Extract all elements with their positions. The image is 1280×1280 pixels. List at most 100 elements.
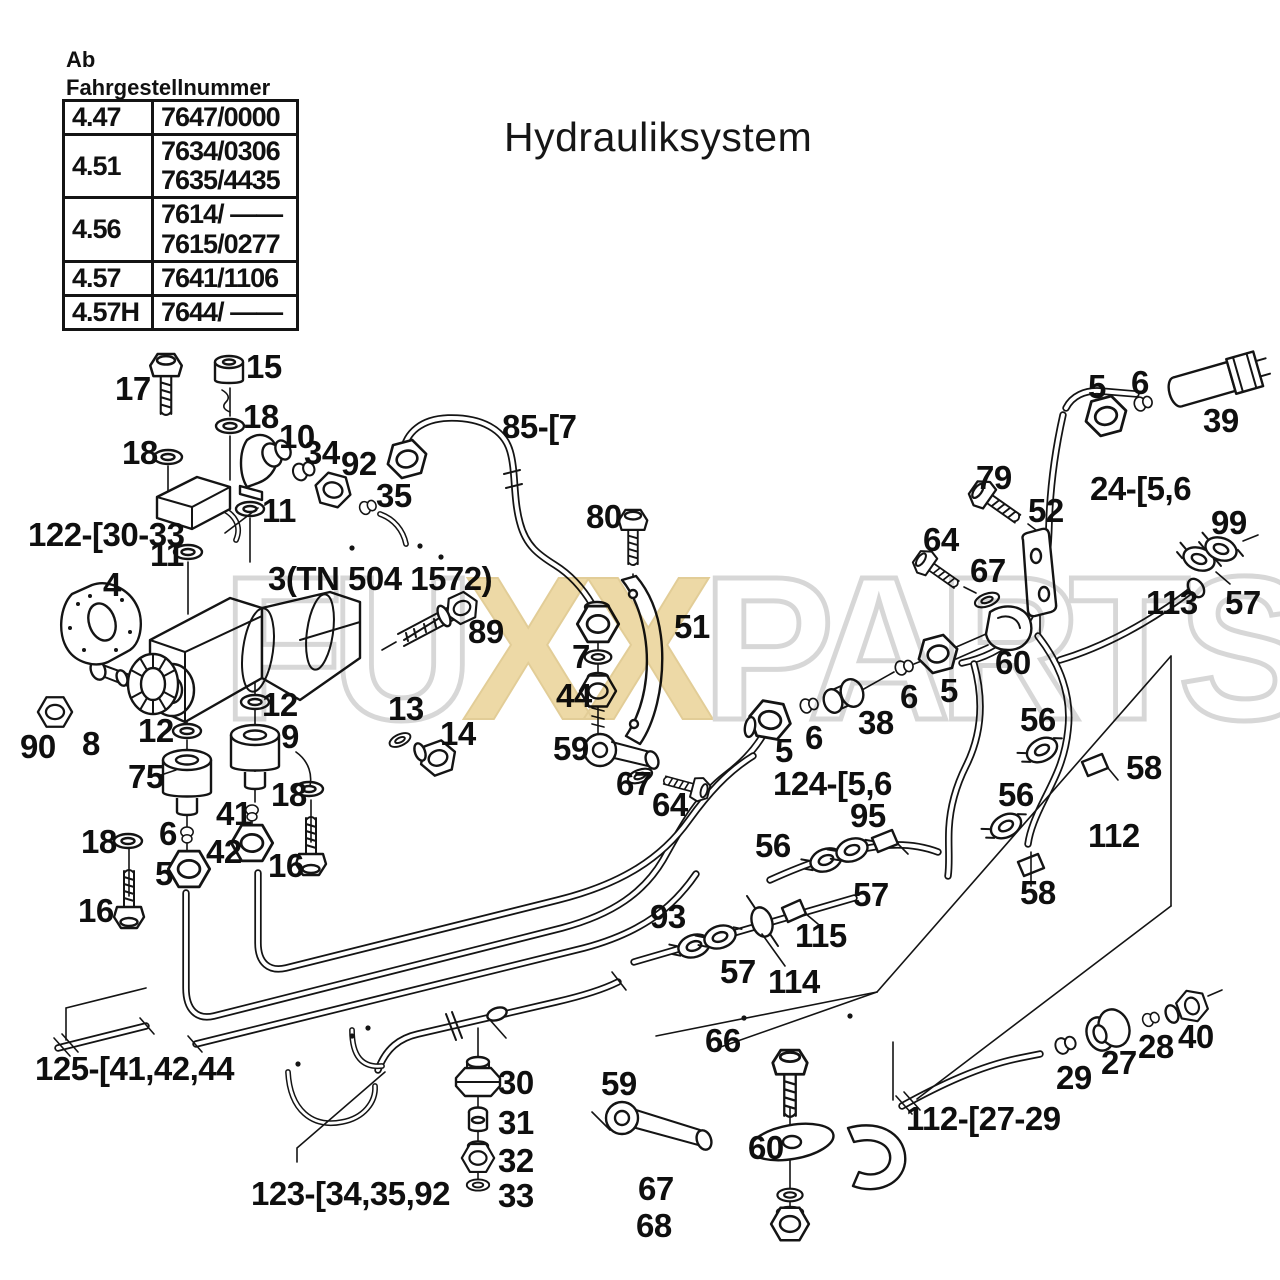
part-label-6: 6 <box>1131 364 1149 401</box>
part-label-56: 56 <box>755 827 791 864</box>
part-label-56: 56 <box>998 776 1034 813</box>
sleeve-28 <box>1140 1009 1162 1029</box>
union-nut <box>575 604 621 644</box>
bolt-66 <box>771 1048 809 1119</box>
part-label-11: 11 <box>150 536 184 573</box>
part-label-67: 67 <box>616 765 652 802</box>
part-label-67: 67 <box>638 1170 674 1207</box>
chassis-number-cell: 7647/0000 <box>151 98 299 137</box>
part-label-34: 34 <box>304 434 341 471</box>
nipple-35 <box>357 497 379 517</box>
part-label-57: 57 <box>853 876 889 913</box>
page-title: Hydrauliksystem <box>504 114 813 160</box>
part-label-52: 52 <box>1028 492 1064 529</box>
part-label-57: 57 <box>720 953 756 990</box>
pipe-sleeve <box>503 469 523 489</box>
part-label-67: 67 <box>970 552 1006 589</box>
fitting-6 <box>797 695 821 716</box>
bracket-51 <box>620 574 664 746</box>
fitting-40 <box>1164 984 1223 1028</box>
clevis-60 <box>984 605 1033 652</box>
cap-15 <box>213 354 245 385</box>
part-label-79: 79 <box>976 459 1012 496</box>
part-label-68: 68 <box>636 1207 672 1244</box>
part-label-5: 5 <box>1088 368 1106 405</box>
part-label-123-34-35-92: 123-[34,35,92 <box>251 1175 450 1212</box>
chassis-heading-line1: Ab <box>66 47 96 72</box>
part-label-14: 14 <box>440 715 477 752</box>
washer-18 <box>152 448 184 466</box>
part-label-16: 16 <box>268 847 304 884</box>
part-label-40: 40 <box>1178 1018 1214 1055</box>
chassis-table-heading: Ab Fahrgestellnummer <box>66 46 270 101</box>
part-label-112: 112 <box>1088 817 1140 854</box>
part-label-59: 59 <box>553 730 589 767</box>
fitting-6 <box>180 826 194 844</box>
part-label-4: 4 <box>103 566 122 603</box>
part-label-93: 93 <box>650 898 686 935</box>
part-label-58: 58 <box>1126 749 1162 786</box>
part-label-11: 11 <box>262 492 296 529</box>
chassis-heading-line2: Fahrgestellnummer <box>66 74 271 100</box>
part-label-24-5-6: 24-[5,6 <box>1090 470 1191 507</box>
chassis-number-cell: 7614/ ——7615/0277 <box>151 196 299 263</box>
part-label-31: 31 <box>498 1104 534 1141</box>
part-label-56: 56 <box>1020 701 1056 738</box>
plate-52 <box>1021 527 1058 618</box>
washer-18 <box>214 417 246 435</box>
part-label-125-41-42-44: 125-[41,42,44 <box>35 1050 235 1087</box>
part-label-33: 33 <box>498 1177 534 1214</box>
part-label-10: 10 <box>279 418 315 455</box>
part-label-9: 9 <box>281 718 299 755</box>
part-label-64: 64 <box>923 521 960 558</box>
fitting-31 <box>467 1106 489 1133</box>
part-label-42: 42 <box>206 833 242 870</box>
bracket-58 <box>1016 851 1046 887</box>
spring-59 <box>604 1100 640 1136</box>
part-label-75: 75 <box>128 758 164 795</box>
spline-coupling <box>126 652 180 716</box>
part-label-58: 58 <box>1020 874 1056 911</box>
part-label-39: 39 <box>1203 402 1239 439</box>
part-label-28: 28 <box>1138 1028 1174 1065</box>
part-label-60: 60 <box>748 1129 784 1166</box>
part-label-15: 15 <box>246 348 282 385</box>
bolt-16 <box>112 868 146 930</box>
model-cell: 4.57 <box>62 259 154 297</box>
part-label-13: 13 <box>388 690 424 727</box>
bolt-80 <box>617 508 649 567</box>
part-label-8: 8 <box>82 725 100 762</box>
stray-dots <box>295 543 853 1067</box>
arm-eye <box>644 750 660 770</box>
part-label-30: 30 <box>498 1064 534 1101</box>
washer-67 <box>776 1187 804 1203</box>
part-label-95: 95 <box>850 797 886 834</box>
part-label-124-5-6: 124-[5,6 <box>773 765 892 802</box>
part-label-12: 12 <box>138 712 174 749</box>
chassis-number-cell: 7644/ —— <box>151 293 299 332</box>
part-label-6: 6 <box>900 678 918 715</box>
valve-block <box>155 475 232 531</box>
part-label-115: 115 <box>795 917 847 954</box>
model-cell: 4.56 <box>62 196 154 263</box>
part-label-113: 113 <box>1146 584 1198 621</box>
part-label-7: 7 <box>572 638 590 675</box>
washer-18 <box>112 832 144 850</box>
clamp-stack-95 <box>799 828 909 880</box>
part-label-85-7: 85-[7 <box>502 408 577 445</box>
model-cell: 4.57H <box>62 293 154 332</box>
leader-lines <box>53 507 1172 1163</box>
nut-32 <box>460 1140 496 1174</box>
fitting-30 <box>454 1055 502 1098</box>
part-label-5: 5 <box>155 855 173 892</box>
part-label-5: 5 <box>940 672 958 709</box>
part-label-3-TN-504-1572-: 3(TN 504 1572) <box>268 560 492 597</box>
washer-13 <box>386 729 414 751</box>
part-label-16: 16 <box>78 892 114 929</box>
